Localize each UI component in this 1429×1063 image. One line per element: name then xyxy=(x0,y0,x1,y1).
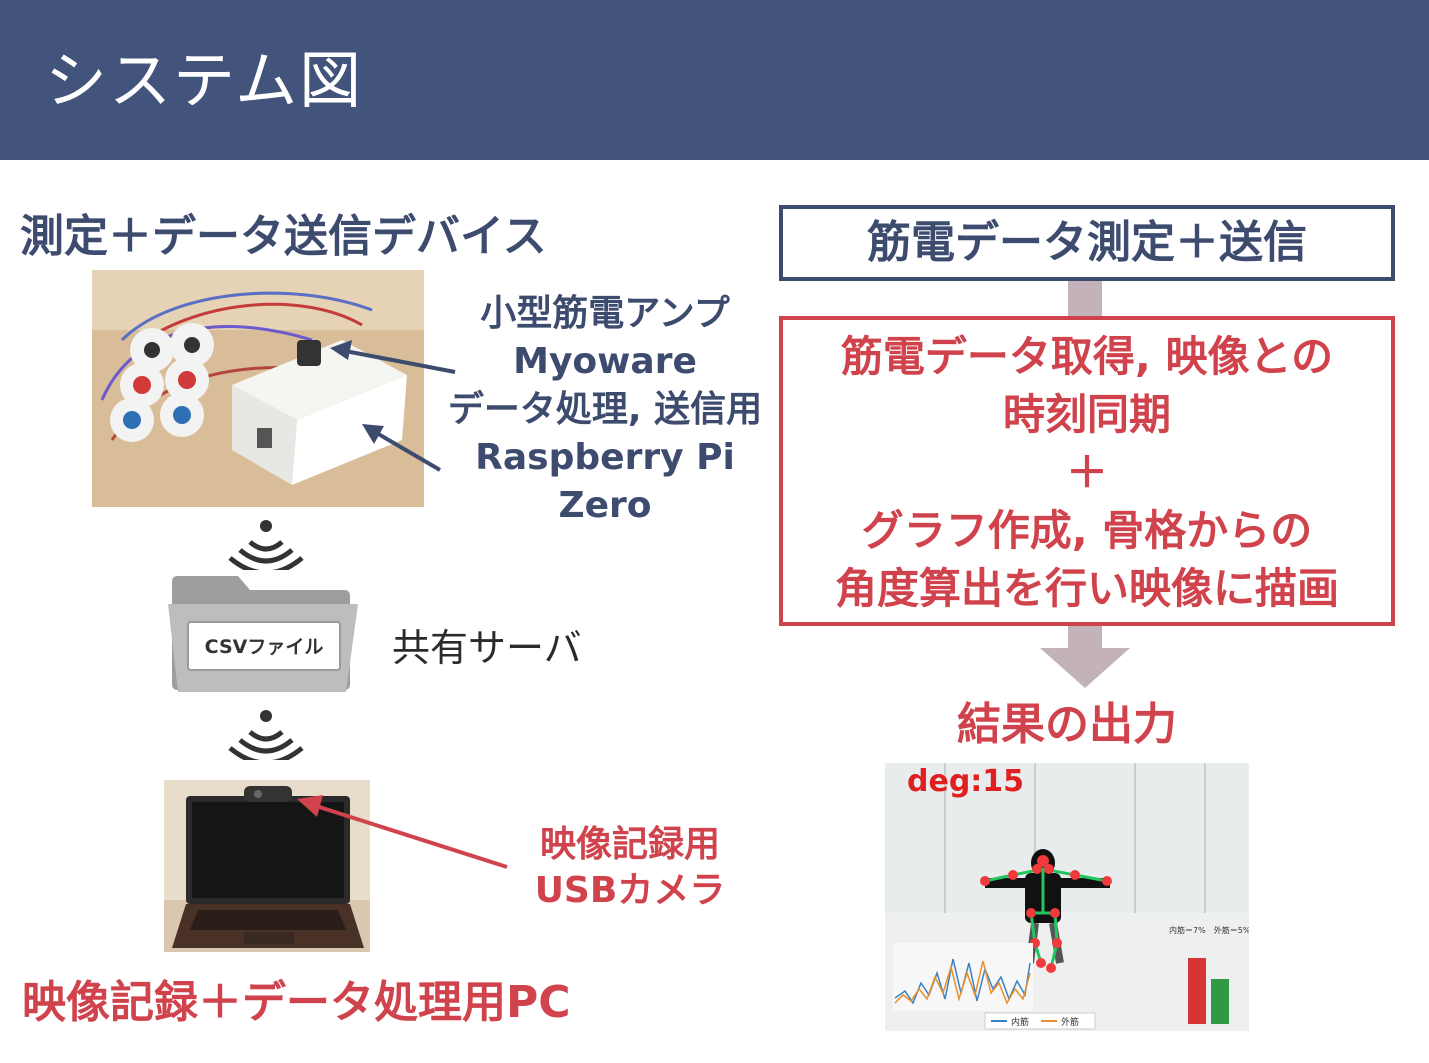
step2-line3: グラフ作成, 骨格からの xyxy=(861,506,1313,555)
camera-label-2: USBカメラ xyxy=(534,870,726,911)
amp-label-2: Myoware xyxy=(513,341,697,382)
angle-readout: deg:15 xyxy=(907,764,1024,799)
device-pointer-arrows xyxy=(330,340,456,472)
result-screenshot: deg:15 内筋 外筋 内筋＝7% 外筋＝5% xyxy=(885,763,1249,1031)
wireless-icon-2 xyxy=(228,710,304,760)
step2-plus: ＋ xyxy=(1065,448,1108,497)
step2-line2: 時刻同期 xyxy=(1002,390,1171,439)
step2-line1: 筋電データ取得, 映像との xyxy=(840,332,1334,381)
folder-icon: CSVファイル xyxy=(168,576,358,692)
result-heading: 結果の出力 xyxy=(957,699,1177,750)
step-measure-box: 筋電データ測定＋送信 xyxy=(779,205,1395,281)
pc-heading: 映像記録＋データ処理用PC xyxy=(22,977,571,1028)
title-bar xyxy=(0,0,1429,160)
device-labels: 小型筋電アンプ Myoware データ処理, 送信用 Raspberry Pi … xyxy=(435,290,775,530)
camera-pointer-arrow xyxy=(297,795,508,869)
pi-label-1: データ処理, 送信用 xyxy=(447,389,763,430)
bar-caption: 内筋＝7% 外筋＝5% xyxy=(1169,925,1249,935)
device-photo xyxy=(92,270,424,507)
flow-arrows xyxy=(1040,280,1130,688)
device-heading: 測定＋データ送信デバイス xyxy=(20,211,547,262)
wireless-icon xyxy=(228,520,304,570)
webcam xyxy=(244,786,292,802)
server-label: 共有サーバ xyxy=(392,626,582,670)
legend-inner: 内筋 xyxy=(1011,1016,1029,1028)
pi-label-3: Zero xyxy=(558,485,652,526)
laptop-photo xyxy=(164,780,370,952)
camera-labels: 映像記録用 USBカメラ xyxy=(520,822,740,914)
legend-outer: 外筋 xyxy=(1061,1016,1079,1028)
electrode-pads xyxy=(110,323,214,442)
csv-label: CSVファイル xyxy=(205,636,324,658)
amp-label-1: 小型筋電アンプ xyxy=(480,293,730,334)
slide-title: システム図 xyxy=(45,44,364,117)
pi-label-2: Raspberry Pi xyxy=(475,437,735,478)
step2-line4: 角度算出を行い映像に描画 xyxy=(834,564,1339,613)
step-process-box: 筋電データ取得, 映像との 時刻同期 ＋ グラフ作成, 骨格からの 角度算出を行… xyxy=(779,316,1395,626)
camera-label-1: 映像記録用 xyxy=(539,824,720,865)
